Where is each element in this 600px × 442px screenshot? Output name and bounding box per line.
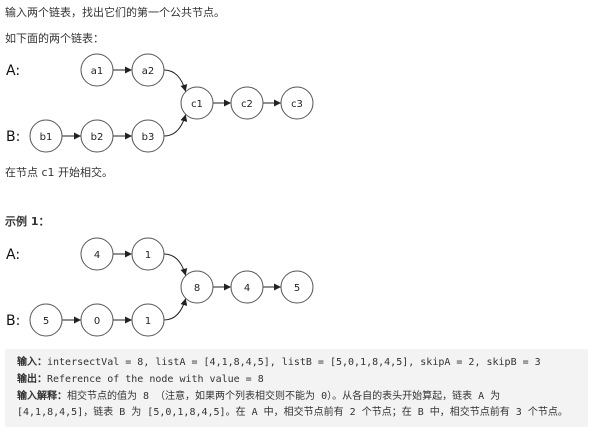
node-circle xyxy=(180,270,214,304)
node-b0: 5 xyxy=(29,303,63,337)
node-circle xyxy=(131,237,165,271)
input-label: 输入： xyxy=(17,357,47,368)
edge-a2-c1 xyxy=(163,69,188,92)
node-label: b1 xyxy=(40,132,53,143)
node-c2: c2 xyxy=(230,86,264,120)
example-input-line: 输入：intersectVal = 8, listA = [4,1,8,4,5]… xyxy=(17,356,541,370)
edge-b3-c1 xyxy=(163,114,188,137)
node-circle xyxy=(131,303,165,337)
explanation-label: 输入解释： xyxy=(17,391,67,402)
node-circle xyxy=(80,119,114,153)
explanation-text-2: [4,1,8,4,5]，链表 B 为 [5,0,1,8,4,5]。在 A 中，相… xyxy=(17,407,568,418)
node-c2: 5 xyxy=(280,270,314,304)
node-c0: 8 xyxy=(180,270,214,304)
row-label-b: B: xyxy=(6,313,20,329)
output-value: Reference of the node with value = 8 xyxy=(47,374,264,385)
node-circle xyxy=(131,53,165,87)
node-circle xyxy=(80,53,114,87)
example-heading: 示例 1： xyxy=(5,215,50,228)
node-label: 1 xyxy=(145,316,151,327)
node-a2: a2 xyxy=(131,53,165,87)
node-label: 4 xyxy=(94,250,100,261)
example-output-line: 输出：Reference of the node with value = 8 xyxy=(17,373,264,387)
node-label: b3 xyxy=(142,132,155,143)
linked-list-diagram-1: A: B: a1 a2 b1 b2 b3 c1 c2 c3 xyxy=(6,53,314,153)
linked-list-diagram-2: A: B: 4 1 5 0 1 8 4 5 xyxy=(6,237,314,337)
node-label: 1 xyxy=(145,250,151,261)
node-b1: 0 xyxy=(80,303,114,337)
node-circle xyxy=(29,119,63,153)
node-a0: 4 xyxy=(80,237,114,271)
node-b1: b1 xyxy=(29,119,63,153)
node-label: 4 xyxy=(244,283,250,294)
node-b2: 1 xyxy=(131,303,165,337)
node-b2: b2 xyxy=(80,119,114,153)
node-circle xyxy=(280,270,314,304)
node-circle xyxy=(80,237,114,271)
node-label: a1 xyxy=(91,66,104,77)
node-circle xyxy=(230,270,264,304)
edge-b2-c0 xyxy=(163,298,188,321)
node-c1: 4 xyxy=(230,270,264,304)
row-label-b: B: xyxy=(6,129,20,145)
node-label: 8 xyxy=(194,283,200,294)
node-c1: c1 xyxy=(180,86,214,120)
node-circle xyxy=(280,86,314,120)
intro-text: 输入两个链表，找出它们的第一个公共节点。 xyxy=(5,6,225,19)
example-explanation-line: 输入解释：相交节点的值为 8 （注意，如果两个列表相交则不能为 0）。从各自的表… xyxy=(17,390,500,404)
node-label: b2 xyxy=(91,132,104,143)
node-label: c2 xyxy=(241,99,253,110)
node-a1: a1 xyxy=(80,53,114,87)
output-label: 输出： xyxy=(17,374,47,385)
node-circle xyxy=(80,303,114,337)
node-b3: b3 xyxy=(131,119,165,153)
example-code-block: 输入：intersectVal = 8, listA = [4,1,8,4,5]… xyxy=(5,349,588,427)
node-c3: c3 xyxy=(280,86,314,120)
node-label: 0 xyxy=(94,316,100,327)
row-label-a: A: xyxy=(6,247,20,263)
node-label: c3 xyxy=(291,99,303,110)
node-circle xyxy=(29,303,63,337)
node-a1: 1 xyxy=(131,237,165,271)
subtitle-text: 如下面的两个链表： xyxy=(5,32,104,45)
node-circle xyxy=(180,86,214,120)
node-label: a2 xyxy=(142,66,155,77)
edge-a1-c0 xyxy=(163,253,188,276)
explanation-text-1: 相交节点的值为 8 （注意，如果两个列表相交则不能为 0）。从各自的表头开始算起… xyxy=(67,391,501,402)
node-circle xyxy=(131,119,165,153)
node-label: c1 xyxy=(191,99,203,110)
row-label-a: A: xyxy=(6,63,20,79)
intersect-text: 在节点 c1 开始相交。 xyxy=(5,166,114,179)
node-label: 5 xyxy=(294,283,300,294)
example-explanation-line-2: [4,1,8,4,5]，链表 B 为 [5,0,1,8,4,5]。在 A 中，相… xyxy=(17,406,568,420)
input-value: intersectVal = 8, listA = [4,1,8,4,5], l… xyxy=(47,357,541,368)
node-label: 5 xyxy=(43,316,49,327)
node-circle xyxy=(230,86,264,120)
